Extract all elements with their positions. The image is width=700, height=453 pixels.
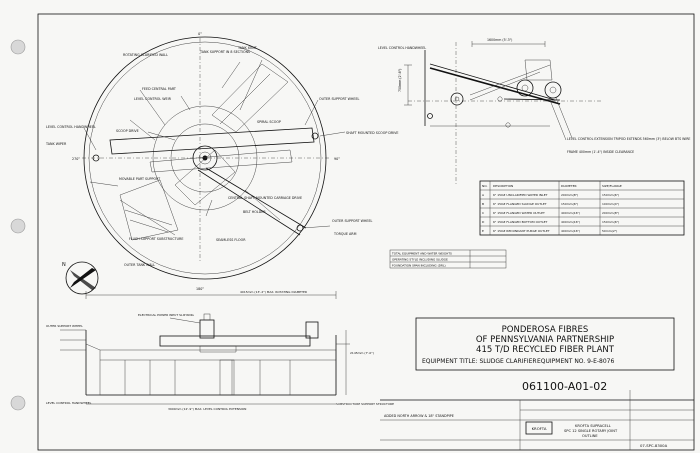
equipment-title: EQUIPMENT TITLE: SLUDGE CLARIFIER (422, 358, 537, 365)
elevation-substructure: SUBSTRUCTURE SUPPORT STRUCTURE (336, 402, 394, 406)
title-company: PONDEROSA FIBRES (502, 325, 589, 335)
nozzle-cell: C (482, 211, 484, 215)
punch-hole (10, 218, 26, 234)
nozzle-cell: 400mm(16") (561, 229, 580, 233)
detail-level-handwheel: LEVEL CONTROL HANDWHEEL (378, 46, 426, 50)
label-level-handwheel: LEVEL CONTROL HANDWHEEL (46, 125, 96, 129)
nozzle-header-no: NO. (482, 184, 487, 188)
elevation-view (60, 291, 350, 405)
detail-dim-side: 750mm (2'-6") (398, 69, 402, 92)
nozzle-cell: A (482, 193, 485, 197)
label-central-shaft: CENTRAL SHAFT MOUNTED CARRIAGE DRIVE (228, 196, 302, 200)
weights-note-2: OPERATING STYLE INCLUDING SLUDGE (392, 258, 448, 262)
nozzle-table (479, 180, 685, 236)
weights-note-3: FOUNDATION SPAN INCLUDING (DRL) (392, 264, 446, 268)
nozzle-cell: 150mm(6") (602, 220, 619, 224)
label-rotating-wall: ROTATING CLARIFIED WALL (123, 53, 168, 57)
subtitle-2: SPC 12 SINGLE ROTARY JOINT (564, 429, 618, 433)
nozzle-cell: E (482, 229, 484, 233)
nozzle-cell: 100mm(4") (602, 202, 619, 206)
detail-scoop-arm (429, 67, 561, 105)
label-belt-holder: BELT HOLDER (243, 210, 266, 214)
title-block (380, 317, 694, 450)
nozzle-header-desc: DESCRIPTION (493, 184, 513, 188)
label-spiral-scoop: SPIRAL SCOOP (257, 120, 281, 124)
label-outer-tank-wall: OUTER TANK WALL (124, 263, 155, 267)
nozzle-cell: 6" 150# UNCLARIFIED WATER INLET (493, 193, 548, 197)
label-tank-support: TANK SUPPORT IN 8 SECTIONS (199, 50, 250, 54)
elevation-dim-height: 2145mm (7'-0") (350, 351, 374, 355)
punch-hole (10, 39, 26, 55)
sheet-border (37, 13, 695, 451)
elevation-outer-support: OUTER SUPPORT WHEEL (46, 324, 83, 328)
nozzle-cell: 200mm(8") (602, 211, 619, 215)
label-shaft-scoop: SHAFT MOUNTED SCOOP DRIVE (346, 131, 399, 135)
nozzle-cell: 400mm(16") (561, 220, 580, 224)
outer-tank-wall (83, 36, 327, 280)
footer-number: 07-SPC-8300A (640, 443, 668, 448)
nozzle-cell: 6" 150# REDUNDANT PURGE OUTLET (493, 229, 550, 233)
nozzle-cell: 6" 150# FLANGED WATER OUTLET (493, 211, 545, 215)
equipment-number: EQUIPMENT NO. 9-E-8076 (537, 358, 614, 365)
label-level-weir: LEVEL CONTROL WEIR (134, 97, 172, 101)
label-scoop-drive: SCOOP DRIVE (116, 129, 139, 133)
nozzle-cell: 6" 150# FLANGED BOTTOM OUTLET (493, 220, 548, 224)
elevation-dim-overall: 4015mm (13'-2") MAX. ROTATING DIAMETER (240, 290, 307, 294)
nozzle-header-size: SIZE/FLANGE (602, 184, 622, 188)
spiral-scoop (109, 127, 315, 155)
label-flush-support: FLUSH SUPPORT SUBSTRUCTURE (129, 237, 183, 241)
north-arrow: N (62, 261, 99, 295)
nozzle-header-diameter: DIAMETER (561, 184, 577, 188)
title-partnership: OF PENNSYLVANIA PARTNERSHIP (476, 335, 614, 345)
nozzle-cell: B (482, 202, 484, 206)
label-tank-wiper: TANK WIPER (45, 142, 67, 146)
subtitle-3: OUTLINE (582, 434, 598, 438)
label-torque-arm: TORQUE ARM (333, 232, 357, 236)
label-feed-central-part: FEED CENTRAL PART (142, 87, 177, 91)
elevation-dim-bottom: 3900mm (12'-9") MAX. LEVEL CONTROL EXTEN… (168, 407, 246, 411)
detail-pipe-note: LEVEL CONTROL EXTENSION TRIPOD EXTENDS 5… (567, 137, 690, 141)
label-outer-wheel: OUTER SUPPORT WHEEL (319, 97, 360, 101)
weights-table (389, 249, 507, 269)
north-label: N (62, 262, 66, 268)
label-movable-support: MOVABLE PART SUPPORT (119, 177, 161, 181)
plan-view (82, 36, 346, 280)
detail-dim-top: 1600mm (5'-3") (487, 38, 512, 42)
axis-label-0: 0° (198, 32, 202, 36)
elevation-level-control: LEVEL CONTROL HANDWHEEL (46, 401, 92, 405)
nozzle-cell: 150mm(6") (561, 202, 578, 206)
label-tank-joint: TANK JOINT (237, 46, 258, 50)
title-plant: 415 T/D RECYCLED FIBER PLANT (476, 345, 615, 355)
axis-label-90: 90° (334, 157, 340, 161)
detail-view (404, 41, 602, 185)
nozzle-cell: 400mm(16") (561, 211, 580, 215)
punch-hole (10, 395, 26, 411)
label-outer-wheel-2: OUTER SUPPORT WHEEL (332, 219, 373, 223)
weights-note-1: TOTAL EQUIPMENT AND WATER WEIGHTS (391, 252, 452, 256)
revision-text: ADDED NORTH ARROW & 18" STANDPIPE (384, 414, 454, 418)
elevation-motor-label: ELECTRICAL POWER INPUT SLIP RING (138, 313, 195, 317)
subtitle-1: KROFTA SUPRACELL (575, 424, 611, 428)
nozzle-cell: 6" 150# FLANGED SLUDGE OUTLET (493, 202, 547, 206)
nozzle-cell: 50mm(2") (602, 229, 617, 233)
detail-frame-note: FRAME 400mm (1'-4") INSIDE CLEARANCE (567, 150, 634, 154)
krofta-logo: KROFTA (532, 426, 547, 431)
nozzle-cell: 200mm(8") (561, 193, 578, 197)
axis-label-270: 270° (72, 157, 80, 161)
axis-label-180: 180° (196, 287, 204, 291)
drawing-number: 061100-A01-02 (522, 380, 607, 393)
label-seamless-floor: SEAMLESS FLOOR (216, 238, 246, 242)
nozzle-cell: 150mm(6") (602, 193, 619, 197)
nozzle-cell: D (482, 220, 485, 224)
